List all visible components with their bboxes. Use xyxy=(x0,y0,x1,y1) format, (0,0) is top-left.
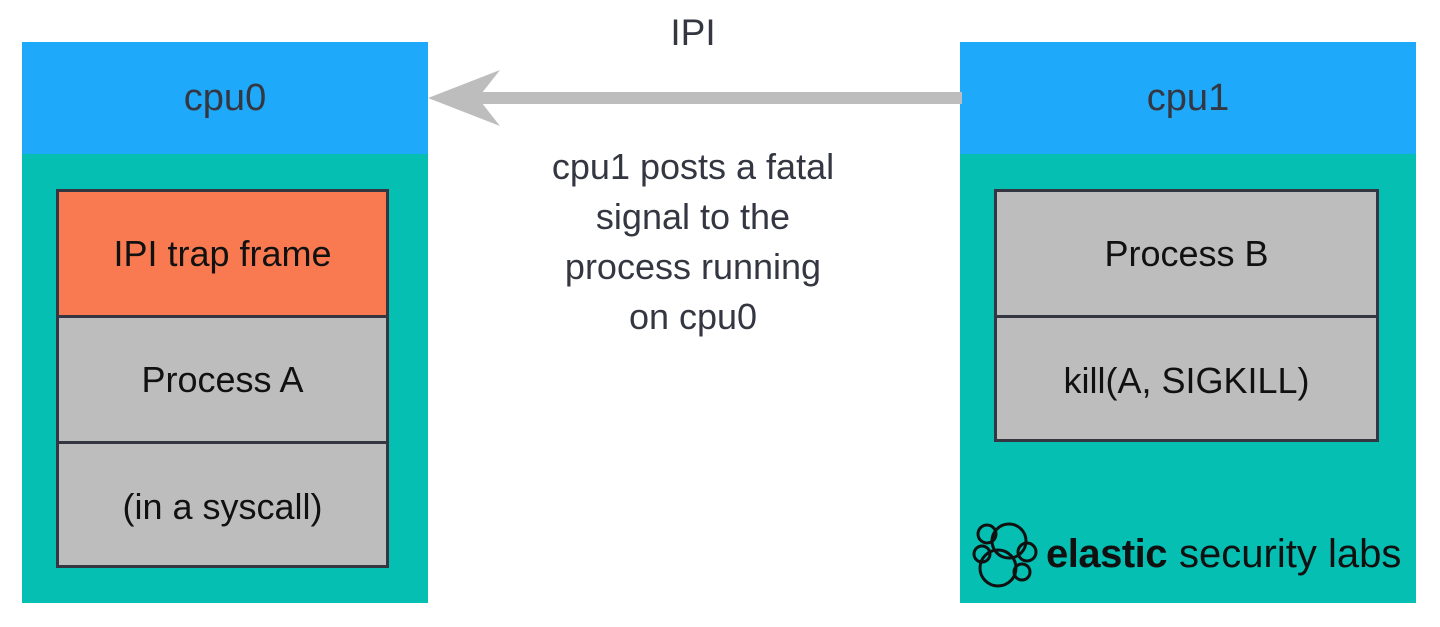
ipi-caption: cpu1 posts a fatal signal to the process… xyxy=(480,142,906,342)
stack-frame-ipi-trap: IPI trap frame xyxy=(59,192,386,318)
cpu1-header: cpu1 xyxy=(960,42,1416,154)
caption-line: on cpu0 xyxy=(628,296,758,337)
cpu1-stack: Process B kill(A, SIGKILL) xyxy=(994,189,1379,442)
caption-line: process running xyxy=(564,246,822,287)
logo-suffix-text: security labs xyxy=(1179,531,1402,576)
elastic-cluster-icon xyxy=(972,522,1038,588)
caption-line: cpu1 posts a fatal xyxy=(551,146,835,187)
cpu1-panel: cpu1 Process B kill(A, SIGKILL) elastic … xyxy=(960,42,1416,603)
stack-frame-kill-call: kill(A, SIGKILL) xyxy=(1063,360,1310,401)
arrow-shaft xyxy=(470,92,962,104)
logo-brand-text: elastic xyxy=(1046,531,1168,576)
cpu0-panel: cpu0 IPI trap frame Process A (in a sysc… xyxy=(22,42,428,603)
ipi-arrow-label: IPI xyxy=(670,12,716,53)
stack-frame-syscall: (in a syscall) xyxy=(122,486,323,527)
stack-frame-process-a: Process A xyxy=(59,318,386,444)
elastic-security-labs-logo: elastic security labs xyxy=(972,520,1401,588)
cpu0-header: cpu0 xyxy=(22,42,428,154)
ipi-arrow xyxy=(428,70,962,126)
caption-line: signal to the xyxy=(595,196,791,237)
stack-frame-process-b: Process B xyxy=(997,192,1376,318)
cpu0-stack: IPI trap frame Process A (in a syscall) xyxy=(56,189,389,568)
arrow-head-icon xyxy=(428,70,500,126)
